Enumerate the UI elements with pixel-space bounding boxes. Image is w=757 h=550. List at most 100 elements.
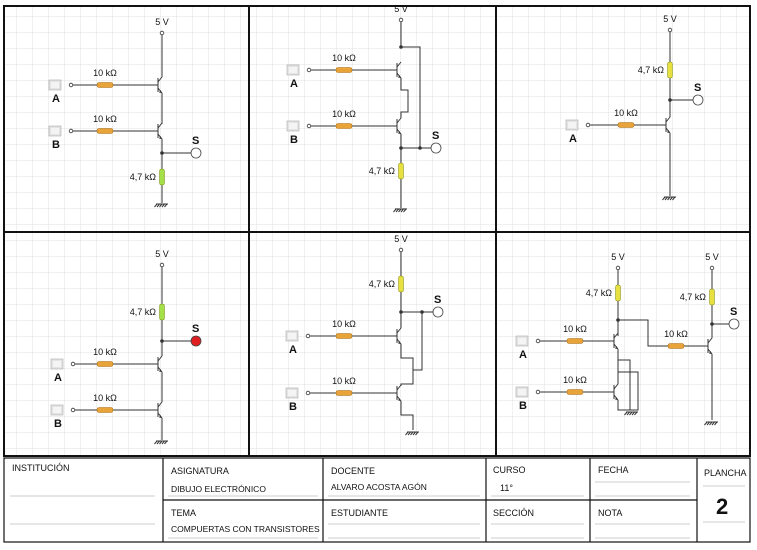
emitter-arrow (159, 90, 162, 93)
supply-terminal (709, 265, 715, 271)
supply-label: 5 V (705, 252, 719, 262)
docente-value: ALVARO ACOSTA AGÓN (331, 482, 427, 492)
wire (618, 319, 662, 347)
resistor (566, 389, 584, 395)
input-label: B (54, 418, 62, 430)
resistor (617, 122, 635, 128)
resistor (335, 390, 353, 396)
resistor (615, 284, 621, 302)
input-terminal (70, 361, 76, 367)
supply-label: 5 V (155, 249, 169, 259)
transistor-collector (613, 332, 619, 339)
ground-hatch (400, 208, 404, 213)
transistor-collector (396, 117, 402, 124)
wire (400, 344, 414, 386)
ground-hatch (164, 203, 168, 208)
input-switch-face (288, 333, 296, 339)
input-switch-face (51, 82, 59, 88)
wire (401, 46, 421, 148)
ground-hatch (154, 440, 158, 445)
ground-hatch (709, 421, 713, 426)
wire (617, 349, 631, 410)
input-label: A (52, 93, 60, 105)
resistor-label: 10 kΩ (332, 109, 356, 119)
supply-terminal (398, 17, 404, 23)
output-label: S (730, 306, 737, 318)
resistor (96, 82, 114, 88)
output-indicator (728, 318, 740, 330)
input-label: A (290, 78, 298, 90)
supply-terminal (159, 262, 165, 268)
supply-label: 5 V (394, 4, 408, 14)
curso-value: 11° (500, 483, 513, 493)
supply-terminal (159, 30, 165, 36)
ground-hatch (672, 196, 676, 201)
resistor-label: 10 kΩ (93, 114, 117, 124)
input-terminal (535, 338, 541, 344)
input-label: B (519, 400, 527, 412)
fecha-label: FECHA (598, 465, 629, 475)
input-label: A (289, 344, 297, 356)
resistor (566, 338, 584, 344)
transistor-collector (396, 384, 402, 391)
transistor-collector (396, 61, 402, 68)
resistor (96, 128, 114, 134)
title-block-frame (3, 457, 751, 543)
estudiante-label: ESTUDIANTE (331, 508, 389, 518)
ground-hatch (626, 411, 630, 416)
input-terminal (306, 123, 312, 129)
ground-hatch (156, 203, 160, 208)
resistor (398, 162, 404, 180)
input-terminal (68, 82, 74, 88)
panel-borders (3, 5, 751, 457)
emitter-arrow (398, 131, 401, 134)
ground-hatch (667, 196, 671, 201)
input-label: A (54, 372, 62, 384)
tema-value: COMPUERTAS CON TRANSISTORES (171, 524, 320, 534)
supply-label: 5 V (155, 17, 169, 27)
input-label: A (519, 349, 527, 361)
emitter-arrow (709, 351, 712, 354)
resistor-label: 4,7 kΩ (369, 279, 396, 289)
emitter-arrow (667, 130, 670, 133)
resistor-label: 10 kΩ (563, 324, 587, 334)
input-switch-face (51, 128, 59, 134)
asignatura-value: DIBUJO ELECTRÓNICO (171, 484, 266, 494)
resistor-label: 10 kΩ (332, 376, 356, 386)
plancha-value: 2 (716, 494, 729, 519)
ground-hatch (634, 411, 638, 416)
emitter-arrow (615, 397, 618, 400)
ground-hatch (669, 196, 673, 201)
input-label: B (289, 401, 297, 413)
supply-terminal (398, 247, 404, 253)
asignatura-label: ASIGNATURA (171, 466, 229, 476)
ground-hatch (706, 421, 710, 426)
ground-hatch (405, 431, 409, 436)
resistor (709, 288, 715, 306)
input-switch-face (568, 122, 576, 128)
emitter-arrow (398, 75, 401, 78)
ground-hatch (159, 440, 163, 445)
ground-hatch (410, 431, 414, 436)
input-terminal (305, 333, 311, 339)
input-label: B (52, 139, 60, 151)
ground-hatch (154, 203, 158, 208)
resistor-label: 10 kΩ (614, 108, 638, 118)
ground-hatch (156, 440, 160, 445)
transistor-collector (613, 383, 619, 390)
input-label: A (569, 133, 577, 145)
resistor-label: 10 kΩ (332, 319, 356, 329)
ground-hatch (415, 431, 419, 436)
resistor (96, 361, 114, 367)
input-terminal (535, 389, 541, 395)
transistor-collector (665, 116, 671, 123)
tema-label: TEMA (171, 508, 197, 518)
resistor (667, 343, 685, 349)
ground-hatch (395, 208, 399, 213)
emitter-arrow (159, 415, 162, 418)
supply-label: 5 V (663, 14, 677, 24)
input-switch-face (53, 407, 61, 413)
supply-terminal (667, 27, 673, 33)
ground-hatch (407, 431, 411, 436)
